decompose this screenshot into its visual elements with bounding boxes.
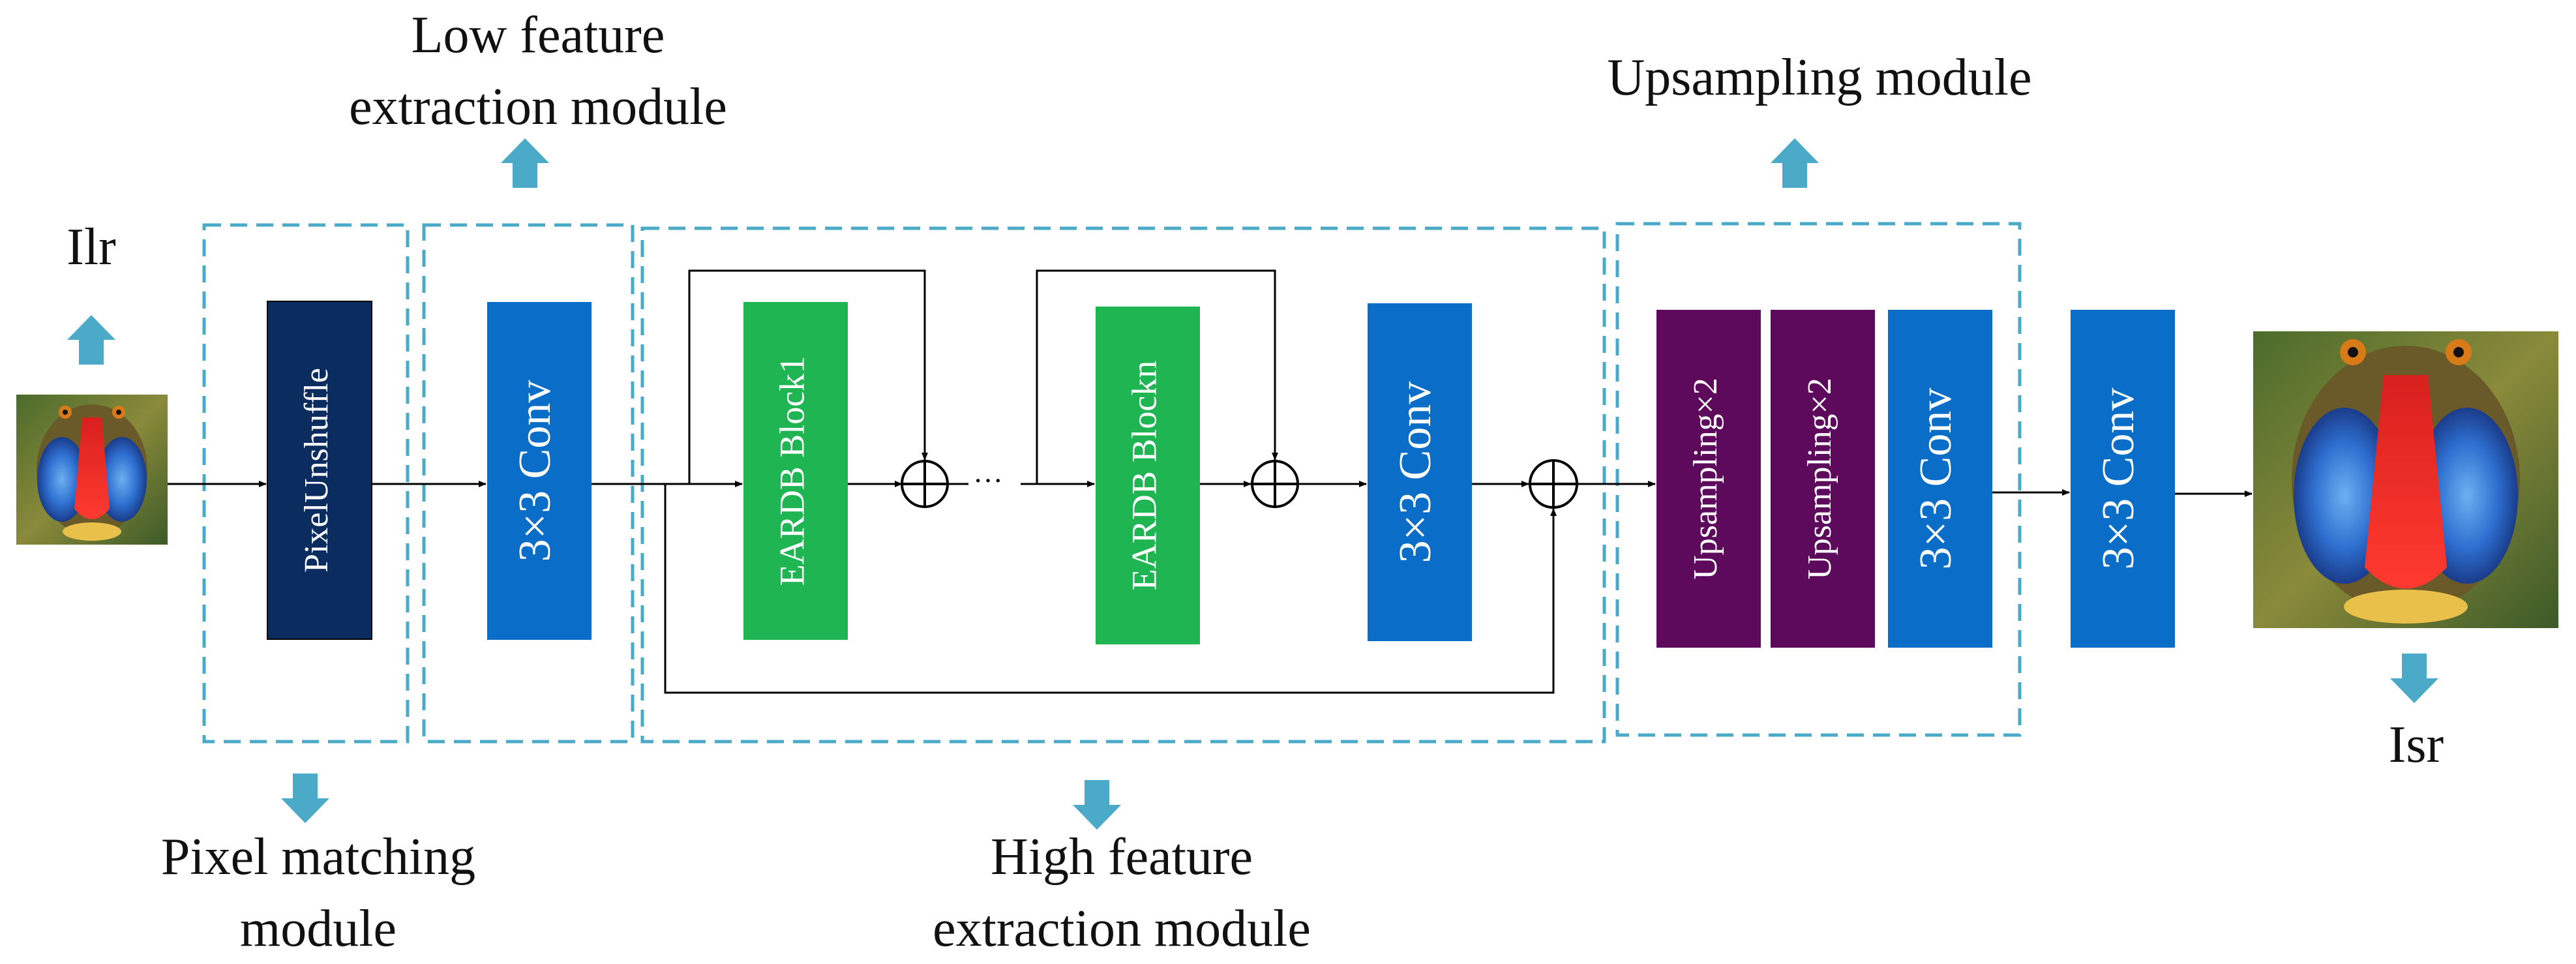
arrow-down-icon bbox=[2390, 654, 2438, 703]
ellipsis-label: ··· bbox=[973, 464, 1003, 497]
conv-low-label: 3×3 Conv bbox=[510, 380, 560, 562]
conv-ups-label: 3×3 Conv bbox=[1911, 388, 1961, 570]
upsampling-block-1 bbox=[1656, 310, 1761, 648]
arrow-up-icon bbox=[501, 138, 549, 188]
upsampling-block-2-label: Upsampling×2 bbox=[1801, 378, 1838, 580]
arrow-down-icon bbox=[281, 774, 329, 823]
conv-low-block bbox=[487, 302, 592, 640]
conv-high-block bbox=[1368, 303, 1472, 641]
circled-plus-icon bbox=[901, 460, 949, 508]
eardb-block-n-label: EARDB Blockn bbox=[1124, 361, 1163, 591]
conv-final-label: 3×3 Conv bbox=[2093, 388, 2144, 570]
label-isr: Isr bbox=[2389, 716, 2444, 774]
label-pixel-matching-2: module bbox=[240, 900, 397, 957]
label-low-feature-1: Low feature bbox=[412, 7, 665, 64]
arrow-down-icon bbox=[1073, 780, 1121, 830]
upsampling-module-box bbox=[1615, 222, 2022, 737]
conv-ups-block bbox=[1888, 310, 1992, 648]
label-low-feature-2: extraction module bbox=[349, 78, 727, 136]
upsampling-block-1-label: Upsampling×2 bbox=[1687, 378, 1724, 580]
circled-plus-icon bbox=[1251, 460, 1299, 508]
skip-connection-1 bbox=[688, 269, 928, 484]
flow-arrows bbox=[168, 269, 2253, 694]
output-image-isr bbox=[2253, 331, 2558, 628]
pixel-unshuffle-block bbox=[267, 301, 372, 640]
label-high-feature-1: High feature bbox=[991, 828, 1253, 886]
conv-final-block bbox=[2071, 310, 2175, 648]
arrow-up-icon bbox=[67, 315, 115, 365]
low-feature-module-box bbox=[422, 223, 635, 744]
circled-plus-icon bbox=[1529, 459, 1578, 509]
skip-connection-n bbox=[1036, 269, 1278, 484]
eardb-block-n bbox=[1096, 307, 1200, 644]
label-pixel-matching-1: Pixel matching bbox=[161, 828, 475, 886]
label-high-feature-2: extraction module bbox=[933, 900, 1311, 957]
upsampling-block-2 bbox=[1771, 310, 1875, 648]
label-upsampling: Upsampling module bbox=[1607, 49, 2031, 106]
label-ilr: Ilr bbox=[67, 218, 116, 276]
input-image-ilr bbox=[16, 395, 168, 545]
global-residual-connection bbox=[664, 484, 1557, 694]
arrow-up-icon bbox=[1771, 138, 1819, 188]
eardb-block-1-label: EARDB Block1 bbox=[772, 356, 811, 586]
eardb-block-1 bbox=[743, 302, 848, 640]
conv-high-label: 3×3 Conv bbox=[1390, 382, 1441, 564]
pixel-unshuffle-label: PixelUnshuffle bbox=[298, 368, 335, 573]
